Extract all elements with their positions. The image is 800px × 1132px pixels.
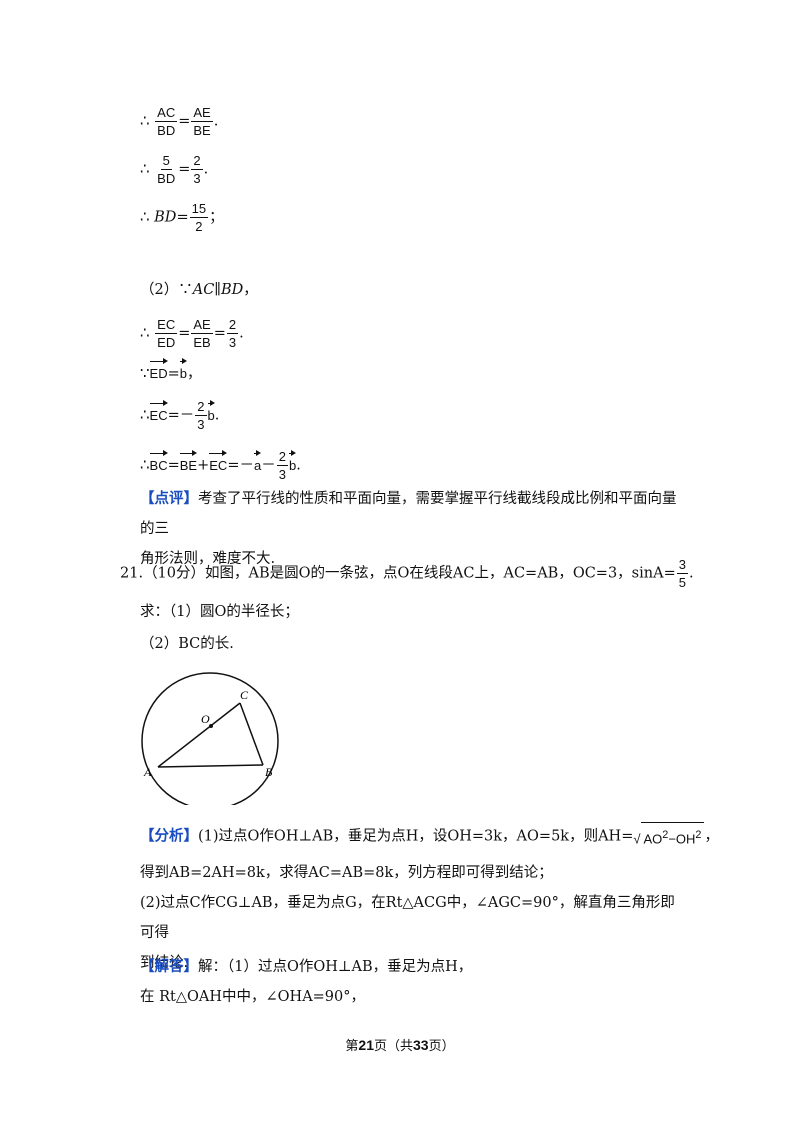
answer-block: 【解答】解：（1）过点O作OH⊥AB，垂足为点H， 在 Rt△OAH中中，∠OH… (140, 958, 473, 1005)
therefore-symbol: ∴ (140, 405, 150, 424)
vector-bc: BC (149, 449, 168, 476)
label-o: O (201, 712, 210, 726)
eq-line-6: ∵ED=b， (140, 358, 202, 384)
vector-be: BE (179, 449, 198, 476)
answer-tag: 【解答】 (140, 958, 198, 975)
question-21-ask-2: （2）BC的长. (140, 636, 234, 652)
because-symbol: ∵ (140, 364, 150, 382)
vector-b: b (207, 399, 215, 426)
circle-o (141, 672, 279, 805)
label-b: B (265, 765, 273, 779)
segment-ac (157, 702, 241, 768)
analysis-line-1: 【分析】(1)过点O作OH⊥AB，垂足为点H，设OH=3k，AO=5k，则AH=… (140, 822, 719, 851)
sqrt-expression: √AO2−OH2 (633, 822, 705, 851)
label-a: A (143, 765, 152, 779)
comment-block: 【点评】考查了平行线的性质和平面向量，需要掌握平行线截线段成比例和平面向量的三 … (140, 490, 677, 567)
vector-ec: EC (149, 399, 168, 426)
analysis-tag: 【分析】 (140, 827, 198, 845)
therefore-symbol: ∴ (140, 111, 150, 130)
page-footer: 第21页（共33页） (345, 1037, 455, 1054)
therefore-symbol: ∴ (140, 207, 150, 226)
question-21-ask-1: 求：（1）圆O的半径长； (140, 604, 299, 620)
label-c: C (240, 688, 249, 702)
therefore-symbol: ∴ (140, 323, 150, 342)
question-21: 21.（10分）如图，AB是圆O的一条弦，点O在线段AC上，AC=AB，OC=3… (120, 557, 694, 590)
vector-ed: ED (149, 358, 168, 384)
vector-a: a (253, 449, 262, 476)
therefore-symbol: ∴ (140, 455, 150, 474)
circle-figure: O C A B (141, 672, 279, 805)
eq-line-4: （2）∵AC∥BD， (140, 282, 258, 298)
analysis-rest: 得到AB=2AH=8k，求得AC=AB=8k，列方程即可得到结论； (2)过点C… (140, 865, 675, 971)
vector-b: b (288, 449, 297, 476)
point-o (209, 724, 213, 728)
segment-ab (157, 764, 264, 768)
vector-b: b (179, 358, 188, 384)
therefore-symbol: ∴ (140, 159, 150, 178)
total-pages: 33 (413, 1037, 429, 1053)
segment-bc (239, 702, 264, 766)
comment-tag: 【点评】 (140, 490, 198, 507)
vector-ec: EC (209, 449, 228, 476)
current-page: 21 (358, 1037, 374, 1053)
